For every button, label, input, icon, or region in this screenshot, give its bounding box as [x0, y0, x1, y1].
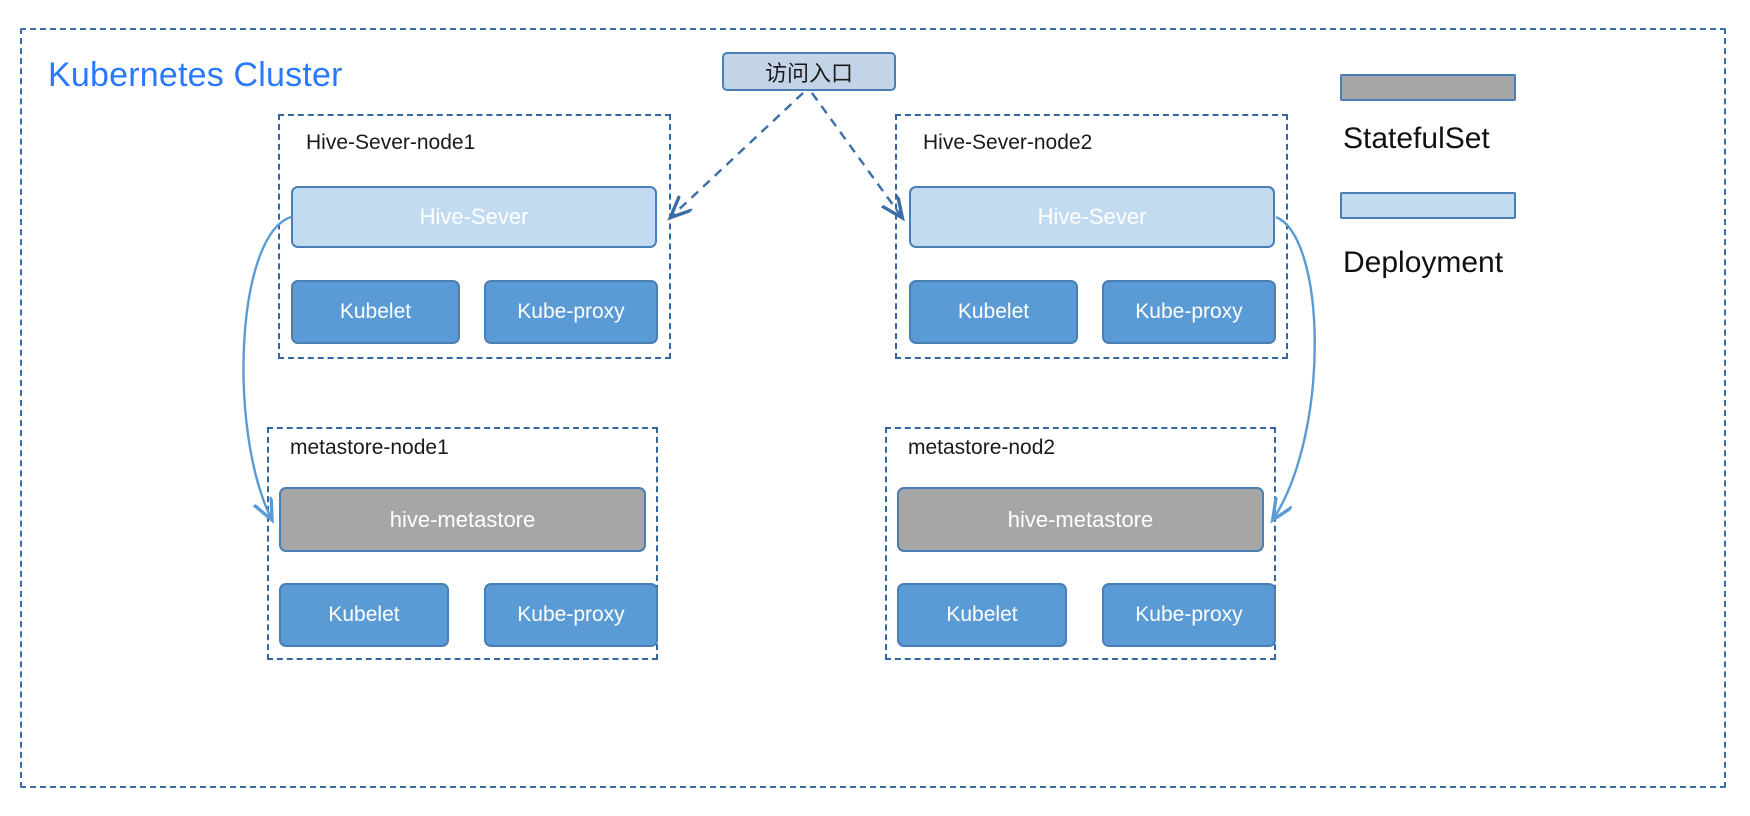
pod-kubelet-3[interactable]: Kubelet — [279, 583, 449, 647]
node-label-metastore-node1: metastore-node1 — [290, 436, 449, 459]
legend-label-deployment: Deployment — [1343, 246, 1504, 279]
node-label-metastore-node2: metastore-nod2 — [908, 436, 1056, 459]
pod-kube-proxy-1[interactable]: Kube-proxy — [484, 280, 658, 344]
pod-kube-proxy-3[interactable]: Kube-proxy — [484, 583, 658, 647]
pod-kube-proxy-4[interactable]: Kube-proxy — [1102, 583, 1276, 647]
node-metastore-node2 — [885, 427, 1276, 660]
legend-swatch-statefulset — [1340, 74, 1516, 101]
node-metastore-node1 — [267, 427, 658, 660]
page-title: Kubernetes Cluster — [48, 56, 343, 94]
legend-swatch-deployment — [1340, 192, 1516, 219]
pod-kubelet-4[interactable]: Kubelet — [897, 583, 1067, 647]
pod-hive-server-2[interactable]: Hive-Sever — [909, 186, 1275, 248]
access-entry-box[interactable]: 访问入口 — [722, 52, 896, 91]
pod-hive-metastore-2[interactable]: hive-metastore — [897, 487, 1264, 552]
node-label-hive-server-node1: Hive-Sever-node1 — [306, 131, 476, 154]
pod-hive-server-1[interactable]: Hive-Sever — [291, 186, 657, 248]
pod-kube-proxy-2[interactable]: Kube-proxy — [1102, 280, 1276, 344]
pod-hive-metastore-1[interactable]: hive-metastore — [279, 487, 646, 552]
pod-kubelet-1[interactable]: Kubelet — [291, 280, 460, 344]
node-label-hive-server-node2: Hive-Sever-node2 — [923, 131, 1093, 154]
pod-kubelet-2[interactable]: Kubelet — [909, 280, 1078, 344]
legend-label-statefulset: StatefulSet — [1343, 122, 1490, 155]
kubernetes-cluster-boundary — [20, 28, 1726, 788]
